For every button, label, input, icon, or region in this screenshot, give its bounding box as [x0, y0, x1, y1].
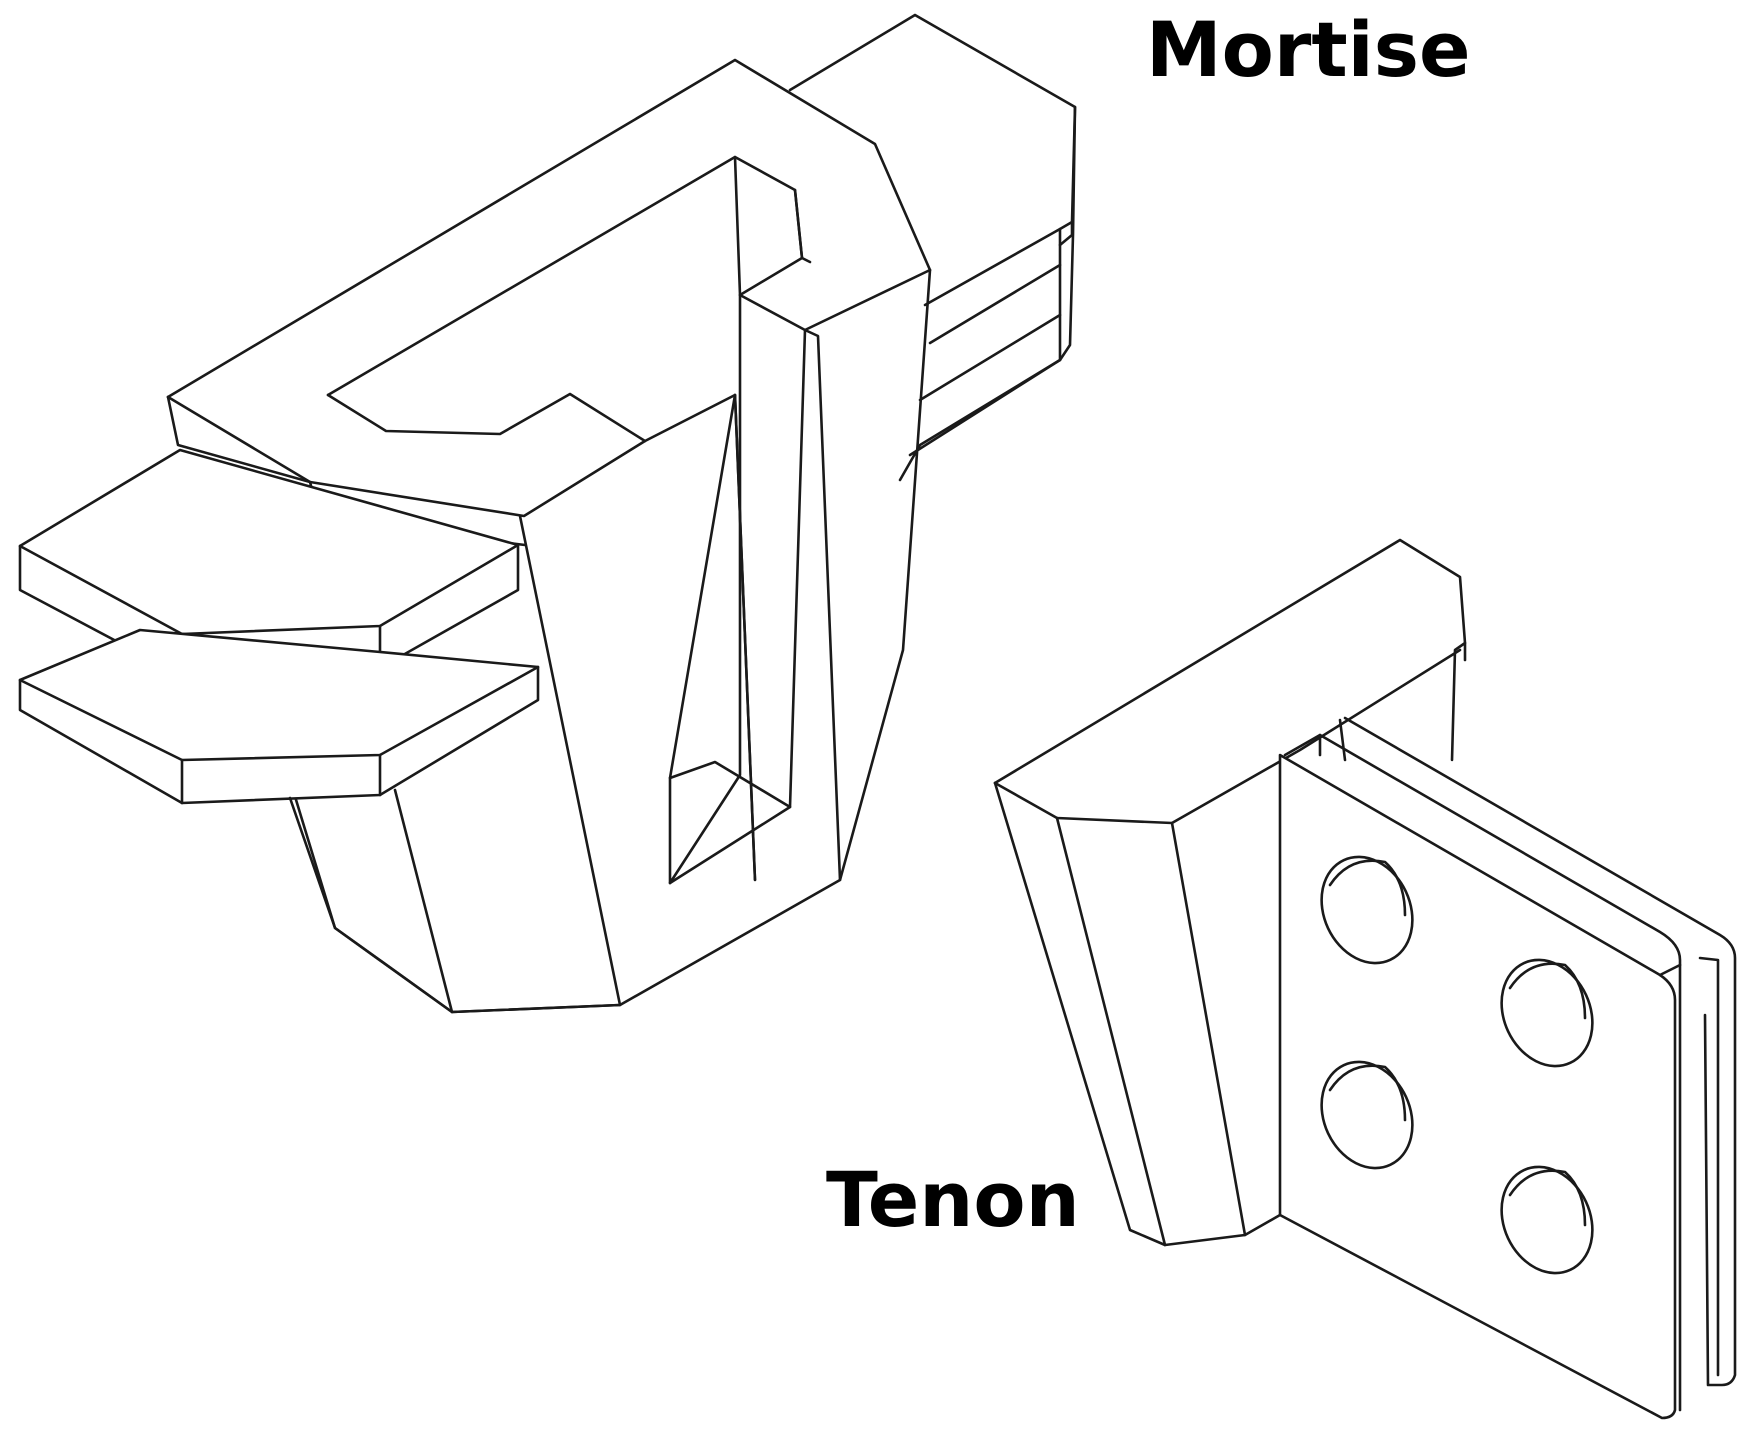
- mortise-lower-body: [288, 788, 622, 1014]
- mortise-back-rails: [788, 13, 1077, 482]
- tenon-label: Tenon: [826, 1155, 1080, 1244]
- tenon-hole-1: [1320, 855, 1414, 965]
- mortise-part: [18, 13, 1077, 1014]
- tenon-block: [993, 538, 1467, 1247]
- tenon-part: [993, 538, 1737, 1420]
- tenon-hole-3: [1320, 1060, 1414, 1170]
- tenon-front-plate: [1278, 733, 1682, 1420]
- mortise-label: Mortise: [1146, 5, 1471, 94]
- tenon-hole-4: [1500, 1165, 1594, 1275]
- mortise-left-flanges: [18, 448, 540, 805]
- tenon-hole-2: [1500, 958, 1594, 1068]
- tenon-back-plate: [1338, 716, 1737, 1387]
